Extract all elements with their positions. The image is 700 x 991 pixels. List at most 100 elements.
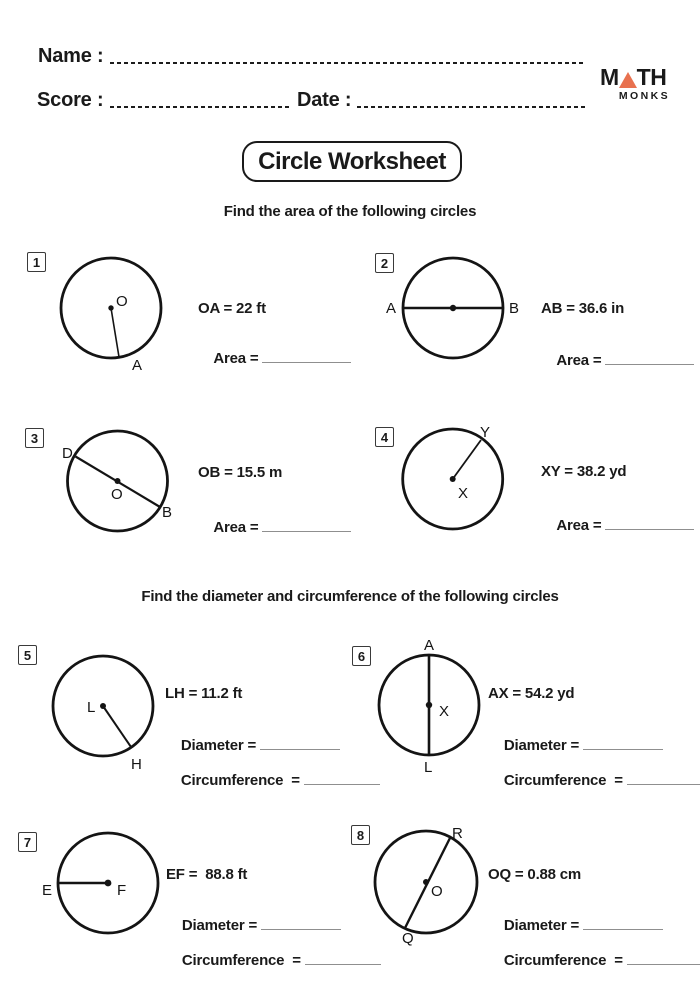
problem-3-given: OB = 15.5 m xyxy=(198,464,283,481)
problem-4-diagram: Y X xyxy=(401,424,505,531)
answer-blank xyxy=(605,350,695,365)
edge-label: A xyxy=(132,357,142,374)
center-label: O xyxy=(431,883,443,900)
diameter-label: Diameter = xyxy=(181,917,257,934)
center-dot xyxy=(104,879,112,887)
worksheet-title-box: Circle Worksheet xyxy=(242,141,462,182)
center-dot xyxy=(449,476,456,482)
problem-3-area-row: Area = xyxy=(198,500,352,553)
problem-1-area-row: Area = xyxy=(198,331,352,384)
problem-8-diameter-row: Diameter = xyxy=(488,898,663,951)
answer-blank xyxy=(262,348,352,363)
logo-subtext: MONKS xyxy=(618,90,670,102)
answer-blank xyxy=(626,770,700,785)
problem-8-number: 8 xyxy=(351,825,370,845)
page-title: Circle Worksheet xyxy=(258,147,446,175)
section-1-instruction: Find the area of the following circles xyxy=(223,203,477,220)
edge-label: E xyxy=(42,882,52,899)
circumference-label: Circumference = xyxy=(503,952,623,969)
circumference-label: Circumference = xyxy=(503,772,623,789)
section-2-instruction: Find the diameter and circumference of t… xyxy=(141,588,559,605)
problem-2-given: AB = 36.6 in xyxy=(541,300,625,317)
problem-5-circumference-row: Circumference = xyxy=(165,753,380,806)
edge-label: B xyxy=(509,300,519,317)
problem-7-number: 7 xyxy=(18,832,37,852)
center-dot xyxy=(114,478,121,484)
diameter-label: Diameter = xyxy=(503,737,579,754)
problem-5-number: 5 xyxy=(18,645,37,665)
radius-line xyxy=(110,307,120,358)
problem-8-diagram: R O Q xyxy=(373,825,479,947)
problem-2-diagram: A B xyxy=(386,256,519,360)
edge-label: L xyxy=(424,759,432,776)
center-dot xyxy=(100,703,106,709)
area-label: Area = xyxy=(213,519,259,536)
problem-1-number: 1 xyxy=(27,252,46,272)
circle-shape xyxy=(59,256,163,360)
edge-label: Q xyxy=(402,930,414,947)
edge-label: D xyxy=(62,445,73,462)
logo-text-m: M xyxy=(600,64,619,90)
problem-3-number: 3 xyxy=(25,428,44,448)
problem-7-circumference-row: Circumference = xyxy=(166,933,381,986)
problem-6-given: AX = 54.2 yd xyxy=(488,685,575,702)
answer-blank xyxy=(583,735,663,750)
answer-blank xyxy=(304,950,381,965)
problem-7-diameter-row: Diameter = xyxy=(166,898,341,951)
logo-text-th: TH xyxy=(636,64,667,90)
circumference-label: Circumference = xyxy=(180,772,300,789)
circle-shape xyxy=(377,653,481,757)
circle-shape xyxy=(51,654,155,758)
problem-1-given: OA = 22 ft xyxy=(198,300,266,317)
edge-label: H xyxy=(131,756,142,773)
problem-7-given: EF = 88.8 ft xyxy=(166,866,248,883)
answer-blank xyxy=(260,735,340,750)
edge-label: B xyxy=(162,504,172,521)
radius-line xyxy=(102,705,132,748)
score-blank-line xyxy=(110,106,290,108)
problem-6-diagram: A X L xyxy=(377,637,481,776)
center-dot xyxy=(108,305,114,311)
score-label: Score : xyxy=(37,89,104,111)
center-dot xyxy=(449,304,457,312)
area-label: Area = xyxy=(556,517,602,534)
problem-8-given: OQ = 0.88 cm xyxy=(488,866,582,883)
radius-line xyxy=(451,439,482,480)
problem-2-area-row: Area = xyxy=(541,333,695,386)
diameter-label: Diameter = xyxy=(503,917,579,934)
center-label: O xyxy=(111,486,123,503)
circle-shape xyxy=(66,429,169,533)
center-label: O xyxy=(116,293,128,310)
edge-label: A xyxy=(386,300,396,317)
problem-6-circumference-row: Circumference = xyxy=(488,753,700,806)
logo-wordmark: M TH xyxy=(600,66,670,89)
edge-label: R xyxy=(452,825,463,842)
diameter-label: Diameter = xyxy=(180,737,256,754)
problem-6-diameter-row: Diameter = xyxy=(488,718,663,771)
center-label: F xyxy=(117,882,126,899)
answer-blank xyxy=(626,950,700,965)
date-blank-line xyxy=(357,106,585,108)
edge-label: A xyxy=(424,637,434,654)
problem-5-diagram: L H xyxy=(51,654,155,773)
answer-blank xyxy=(583,915,663,930)
problem-4-number: 4 xyxy=(375,427,394,447)
circle-shape xyxy=(401,427,505,531)
problem-2-number: 2 xyxy=(375,253,394,273)
area-label: Area = xyxy=(556,352,602,369)
problem-4-area-row: Area = xyxy=(541,498,695,551)
problem-4-given: XY = 38.2 yd xyxy=(541,463,627,480)
answer-blank xyxy=(605,515,695,530)
center-dot xyxy=(425,701,433,709)
circumference-label: Circumference = xyxy=(181,952,301,969)
center-label: X xyxy=(439,703,449,720)
answer-blank xyxy=(303,770,380,785)
problem-3-diagram: D O B xyxy=(62,429,172,533)
edge-label: Y xyxy=(480,424,490,441)
problem-5-given: LH = 11.2 ft xyxy=(165,685,243,702)
problem-6-number: 6 xyxy=(352,646,371,666)
problem-5-diameter-row: Diameter = xyxy=(165,718,340,771)
name-blank-line xyxy=(110,62,586,64)
answer-blank xyxy=(262,517,352,532)
